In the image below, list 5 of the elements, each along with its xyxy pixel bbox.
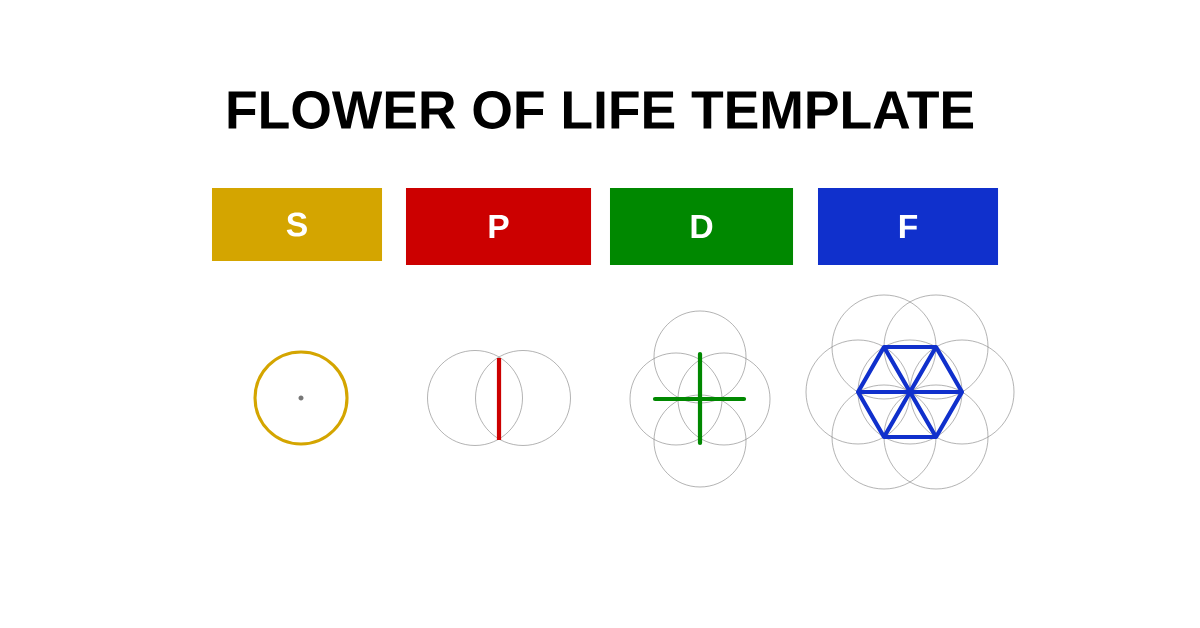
label-box: S (212, 188, 383, 261)
label-box: P (406, 188, 592, 265)
title: FLOWER OF LIFE TEMPLATE (228, 91, 974, 129)
label-box: F (818, 188, 999, 265)
label-box: D (610, 188, 794, 265)
